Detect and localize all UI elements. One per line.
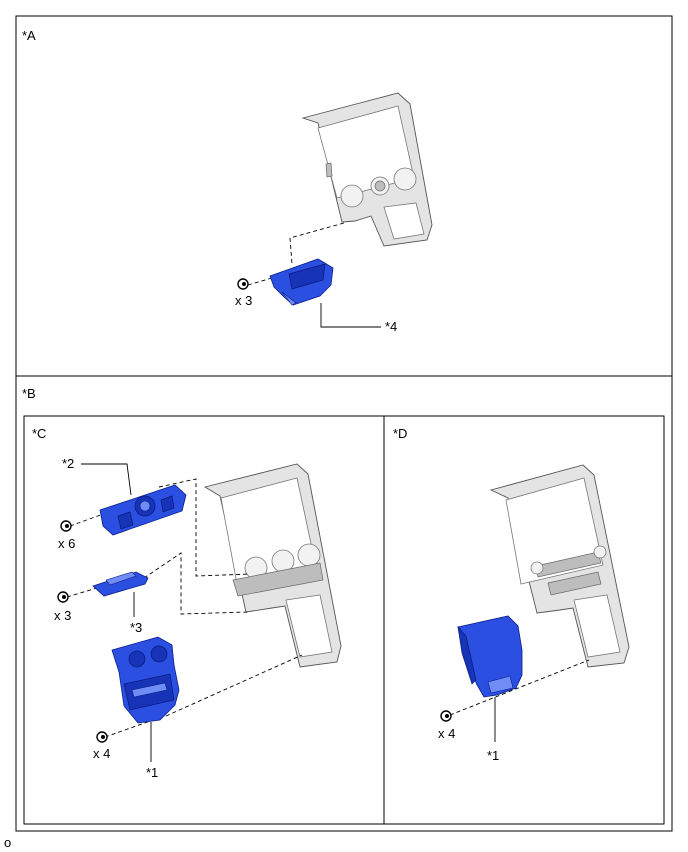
panel-c-clip-icon-bottom — [96, 731, 108, 743]
panel-a-guide-line-clip — [247, 277, 273, 286]
panel-c-callout-2: *2 — [62, 456, 74, 471]
panel-c-guide-line-clip-top — [69, 512, 107, 527]
panel-c-clip-icon-mid — [57, 591, 69, 603]
panel-a-leader-4 — [320, 303, 381, 328]
panel-d-trim-bezel — [489, 464, 630, 668]
panel-a-blue-part — [269, 258, 334, 306]
panel-c-callout-1: *1 — [146, 765, 158, 780]
panel-a-trim-bezel — [301, 92, 433, 247]
panel-c-count-bottom: x 4 — [93, 746, 110, 761]
panel-c-guide-line-bottom — [165, 654, 303, 717]
panel-b-label: *B — [22, 386, 36, 401]
panel-d-frame — [383, 415, 665, 825]
panel-c-guide-line-mid — [143, 552, 249, 615]
panel-a-callout-4: *4 — [385, 319, 397, 334]
panel-d-label: *D — [393, 426, 407, 441]
panel-d-clip-icon — [440, 710, 452, 722]
footer-mark: o — [4, 835, 11, 850]
panel-a-label: *A — [22, 28, 36, 43]
panel-c-guide-line-top — [158, 478, 251, 577]
panel-a-count: x 3 — [235, 293, 252, 308]
panel-c-count-top: x 6 — [58, 536, 75, 551]
panel-c-clip-icon-top — [60, 520, 72, 532]
panel-d-blue-part-1 — [457, 615, 523, 698]
panel-a-clip-icon — [237, 278, 249, 290]
panel-a-guide-line — [289, 222, 345, 265]
panel-c-label: *C — [32, 426, 46, 441]
panel-c-leader-2 — [81, 463, 132, 496]
panel-c-callout-3: *3 — [130, 620, 142, 635]
panel-c-blue-part-3 — [92, 571, 149, 597]
panel-c-guide-line-clip-mid — [66, 587, 98, 598]
panel-d-callout-1: *1 — [487, 748, 499, 763]
panel-c-blue-part-2 — [99, 484, 187, 536]
panel-d-guide-line — [449, 659, 590, 716]
panel-c-trim-bezel — [203, 463, 342, 668]
panel-b-frame — [15, 375, 673, 832]
panel-d-count: x 4 — [438, 726, 455, 741]
panel-c-count-mid: x 3 — [54, 608, 71, 623]
panel-c-blue-part-1 — [111, 636, 180, 724]
